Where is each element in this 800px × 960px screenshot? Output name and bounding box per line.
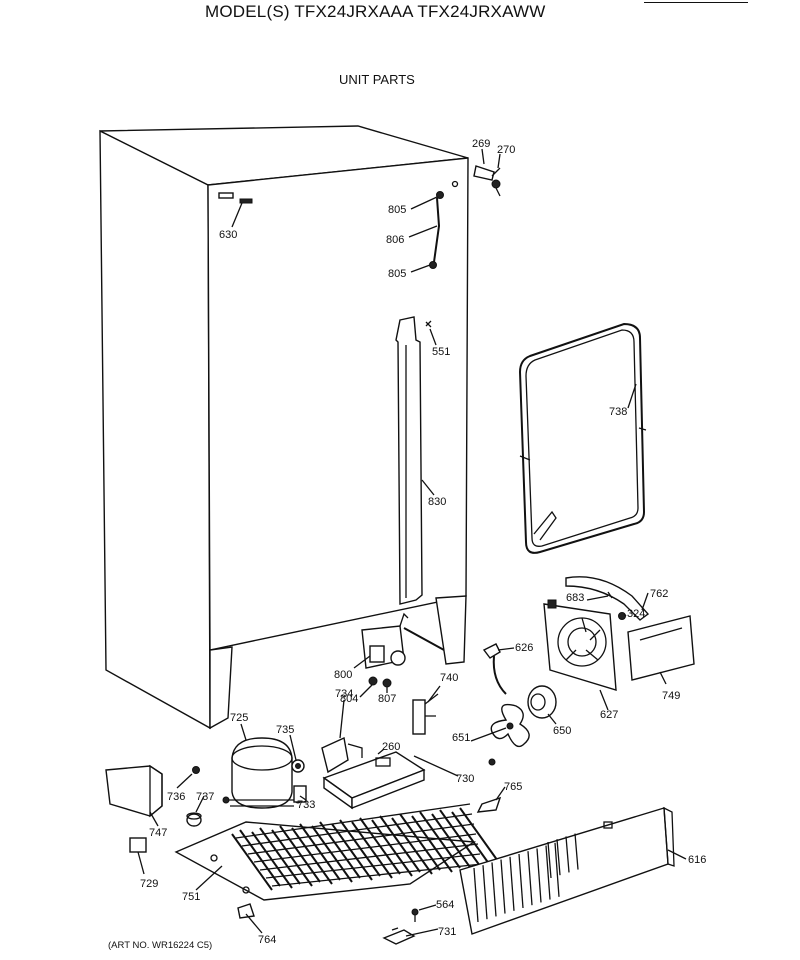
part-736-screw <box>192 766 200 774</box>
part-751-base <box>174 821 477 901</box>
label-731: 731 <box>438 926 456 938</box>
cabinet-front <box>207 157 469 651</box>
label-749: 749 <box>662 690 680 702</box>
label-762: 762 <box>650 588 668 600</box>
corner-rule <box>644 2 748 3</box>
cabinet <box>99 125 469 730</box>
label-564: 564 <box>436 899 454 911</box>
art-number: (ART NO. WR16224 C5) <box>108 940 213 951</box>
label-747: 747 <box>149 827 167 839</box>
label-806: 806 <box>386 234 404 246</box>
label-630: 630 <box>219 229 237 241</box>
label-805-bottom: 805 <box>388 268 406 280</box>
part-labels: 269 270 805 806 805 630 551 738 830 762 … <box>140 138 706 946</box>
part-650-fan-motor <box>527 685 557 719</box>
label-260: 260 <box>382 741 400 753</box>
label-807: 807 <box>378 693 396 705</box>
part-740-thermostat <box>412 693 439 735</box>
label-737: 737 <box>196 791 214 803</box>
part-800-water-valve <box>361 612 445 669</box>
label-324: 324 <box>627 608 645 620</box>
label-764: 764 <box>258 934 276 946</box>
part-269-270-assembly <box>473 165 501 197</box>
cabinet-side <box>99 129 211 730</box>
label-729: 729 <box>140 878 158 890</box>
label-738: 738 <box>609 406 627 418</box>
label-627: 627 <box>600 709 618 721</box>
label-800: 800 <box>334 669 352 681</box>
part-564-screw <box>411 908 419 922</box>
part-804-grommet <box>368 676 378 686</box>
part-731-clip <box>382 927 416 945</box>
part-725-compressor <box>222 737 302 809</box>
part-260-drain-pan <box>322 751 426 810</box>
part-734-bracket <box>321 736 363 774</box>
label-725: 725 <box>230 712 248 724</box>
label-804: 804 <box>340 693 358 705</box>
section-title: UNIT PARTS <box>339 72 415 87</box>
label-733: 733 <box>297 799 315 811</box>
part-807-grommet <box>382 678 392 688</box>
label-730: 730 <box>456 773 474 785</box>
part-729-part <box>129 837 147 853</box>
label-740: 740 <box>440 672 458 684</box>
cabinet-leg-right <box>435 595 467 665</box>
part-830-channel <box>395 316 423 605</box>
label-551: 551 <box>432 346 450 358</box>
label-650: 650 <box>553 725 571 737</box>
part-627-fan-housing <box>543 599 617 691</box>
label-735: 735 <box>276 724 294 736</box>
label-805-top: 805 <box>388 204 406 216</box>
part-805-bottom-grommet <box>429 261 437 269</box>
label-270: 270 <box>497 144 515 156</box>
part-730-condenser-coil <box>231 803 501 891</box>
part-626-plug <box>482 643 507 695</box>
part-765-clip <box>476 796 502 813</box>
part-683-screw <box>607 591 613 599</box>
part-764-clip <box>237 903 255 919</box>
part-551-screw <box>425 320 432 328</box>
label-734: 734 <box>335 688 353 700</box>
part-806-tube <box>433 197 441 263</box>
part-737-grommet <box>186 812 202 827</box>
label-651: 651 <box>452 732 470 744</box>
part-762-duct <box>565 576 650 621</box>
cabinet-leg-left <box>209 646 233 730</box>
leader-lines <box>137 148 687 937</box>
part-651-fan-blade <box>488 703 530 766</box>
label-830: 830 <box>428 496 446 508</box>
cabinet-hole <box>451 180 459 188</box>
part-616-access-cover <box>459 806 675 935</box>
label-683: 683 <box>566 592 584 604</box>
label-751: 751 <box>182 891 200 903</box>
part-738-gasket <box>518 322 647 554</box>
label-626: 626 <box>515 642 533 654</box>
part-749-cover <box>627 615 695 681</box>
model-title: MODEL(S) TFX24JRXAAA TFX24JRXAWW <box>205 2 546 21</box>
label-765: 765 <box>504 781 522 793</box>
part-747-bracket <box>105 764 163 818</box>
part-630-dark <box>239 198 253 204</box>
label-616: 616 <box>688 854 706 866</box>
label-736: 736 <box>167 791 185 803</box>
part-630-clip <box>218 192 234 199</box>
label-269: 269 <box>472 138 490 150</box>
part-735-grommet <box>291 759 305 773</box>
part-805-top-grommet <box>436 191 444 199</box>
